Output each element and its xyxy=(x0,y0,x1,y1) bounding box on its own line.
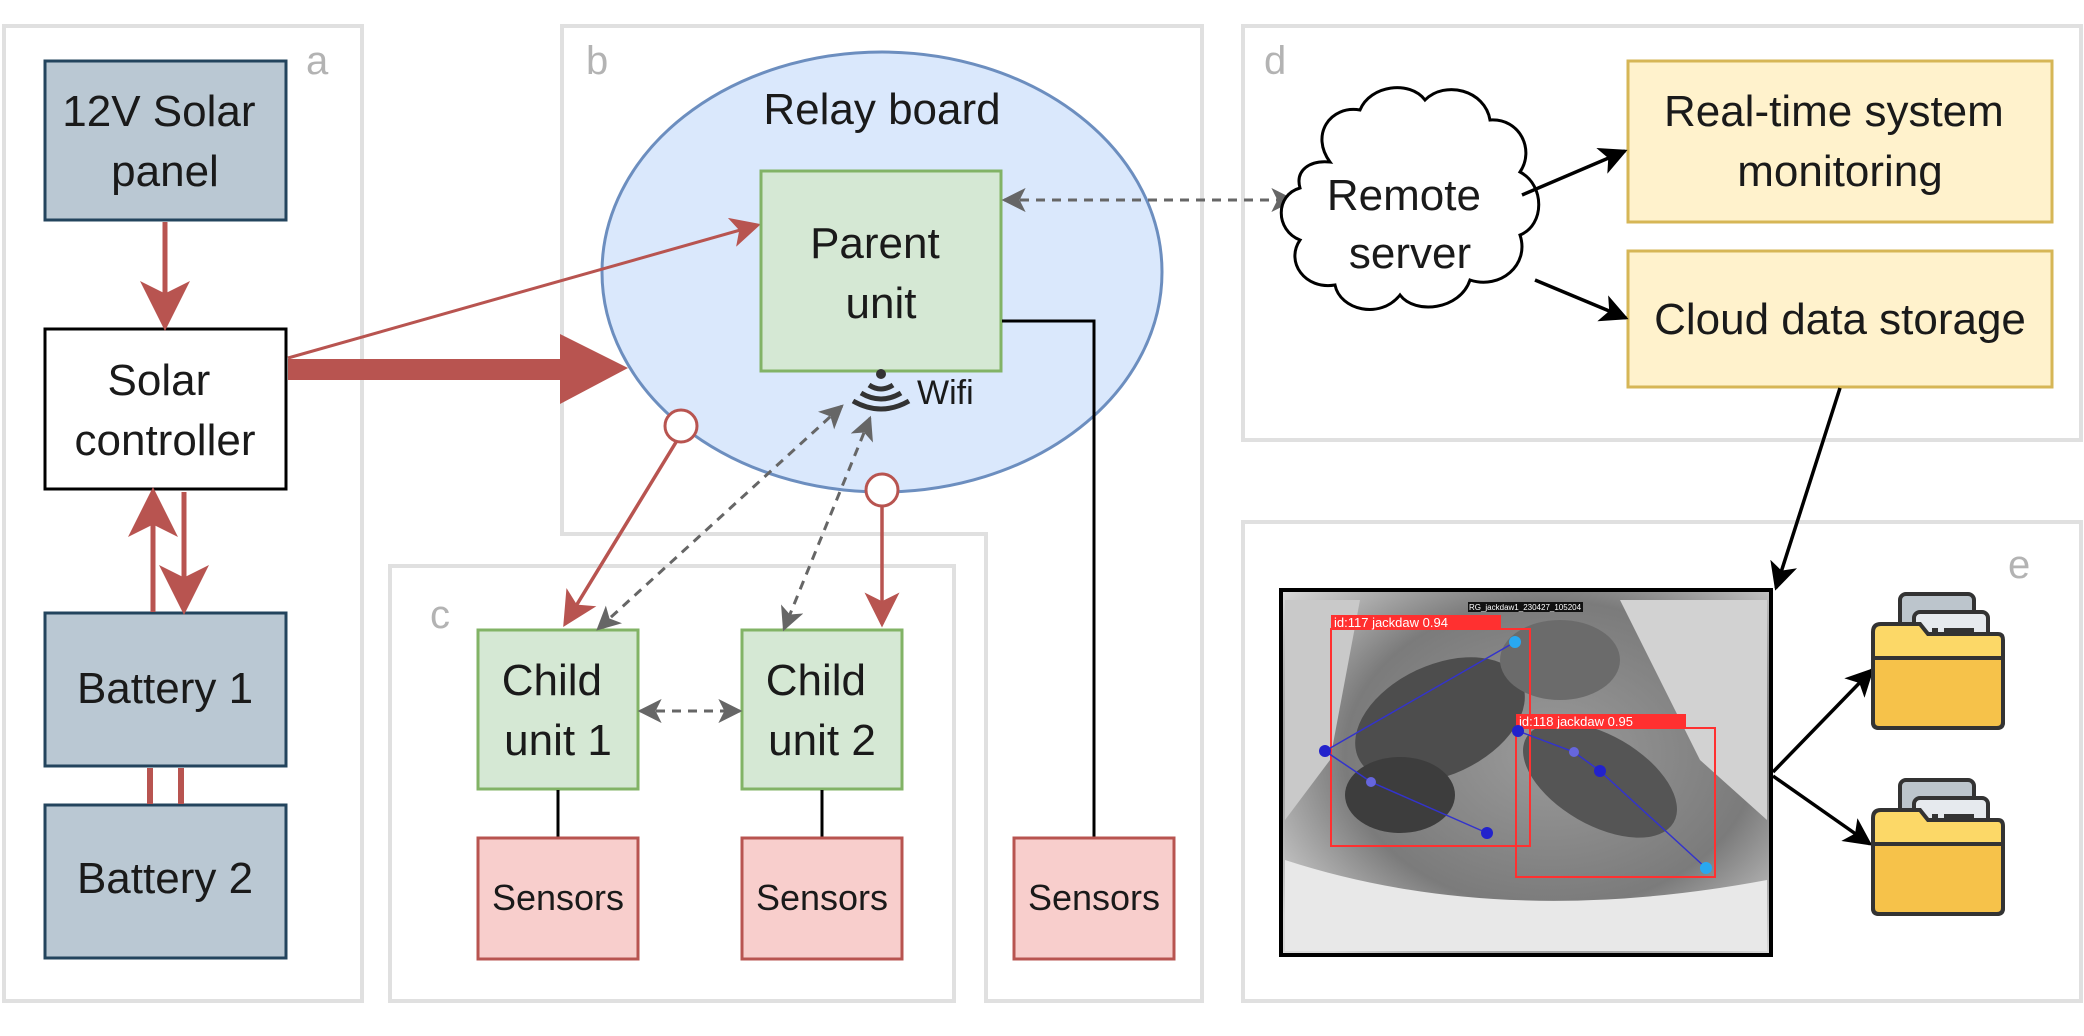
sensors-child1-box xyxy=(476,836,640,961)
camera-detection-image: RG_jackdaw1_230427_105204 id:117 jackdaw… xyxy=(1279,588,1773,957)
realtime-monitoring-box xyxy=(1626,59,2054,224)
panel-letter-a: a xyxy=(306,39,329,83)
wifi-label: Wifi xyxy=(917,374,974,412)
detection-box-1-label: id:117 jackdaw 0.94 xyxy=(1334,615,1448,630)
parent-unit-label: Parent unit xyxy=(810,219,952,328)
server-to-monitoring-arrow xyxy=(1521,148,1628,197)
realtime-monitoring-label: Real-time system monitoring xyxy=(1664,87,2016,196)
pose-keypoints-1 xyxy=(1319,636,1521,839)
panel-letter-d: d xyxy=(1264,39,1286,83)
parent-unit-box xyxy=(759,169,1003,373)
solar-controller-label: Solar controller xyxy=(75,356,256,465)
pose-keypoints-2 xyxy=(1512,725,1712,874)
sensors-parent-box xyxy=(1012,836,1176,961)
relay-board-title: Relay board xyxy=(763,85,1000,134)
battery-2-box xyxy=(43,803,288,960)
panel-a-frame xyxy=(2,24,364,1003)
wifi-icon xyxy=(851,369,911,412)
panel-letter-e: e xyxy=(2008,543,2030,587)
sensors-child1-label: Sensors xyxy=(492,877,624,918)
relay-to-child1-arrow xyxy=(563,433,683,627)
detection-box-1-label-bg xyxy=(1331,615,1501,630)
child-unit-2-label: Child unit 2 xyxy=(766,656,879,765)
battery-1-box xyxy=(43,611,288,768)
sensors-parent-label: Sensors xyxy=(1028,877,1160,918)
panel-e-frame xyxy=(1241,520,2083,1003)
cloud-arrows xyxy=(1521,148,1874,846)
camera-to-folder1-arrow xyxy=(1771,667,1874,774)
frame-title: RG_jackdaw1_230427_105204 xyxy=(1469,603,1582,612)
server-to-storage-arrow xyxy=(1534,278,1629,322)
child-unit-1-label: Child unit 1 xyxy=(502,656,615,765)
panel-letter-c: c xyxy=(430,593,450,637)
panel-letter-b: b xyxy=(586,39,608,83)
wifi-child2-link xyxy=(781,415,873,632)
panel-b-frame xyxy=(560,24,1204,1003)
folder-icon xyxy=(1871,778,2005,916)
solar-panel-label: 12V Solar panel xyxy=(62,87,267,196)
sensors-child2-box xyxy=(740,836,904,961)
relay-connector-right xyxy=(864,472,900,508)
detection-box-2-label-bg xyxy=(1516,714,1686,729)
controller-to-parent-arrow xyxy=(287,217,761,360)
main-power-arrow xyxy=(288,334,628,404)
battery-2-label: Battery 2 xyxy=(77,854,253,903)
solar-panel-box xyxy=(43,59,288,222)
solar-controller-box xyxy=(43,327,288,491)
panel-d-frame xyxy=(1241,24,2083,442)
relay-connector-left xyxy=(663,408,699,444)
child-unit-2-box xyxy=(740,628,904,791)
child-unit-1-box xyxy=(476,628,640,791)
storage-to-camera-arrow xyxy=(1770,387,1842,591)
cloud-storage-label: Cloud data storage xyxy=(1654,295,2026,344)
sensors-child2-label: Sensors xyxy=(756,877,888,918)
parent-sensor-wire xyxy=(1002,319,1096,838)
wireless-links xyxy=(596,188,1296,723)
remote-server-cloud-icon xyxy=(1279,86,1541,311)
camera-to-folder2-arrow xyxy=(1771,774,1873,846)
folder-icon xyxy=(1871,592,2005,730)
battery-1-label: Battery 1 xyxy=(77,664,253,713)
detection-box-2-label: id:118 jackdaw 0.95 xyxy=(1519,714,1633,729)
remote-server-label: Remote server xyxy=(1327,171,1493,278)
frame-title-bar xyxy=(1468,602,1583,612)
